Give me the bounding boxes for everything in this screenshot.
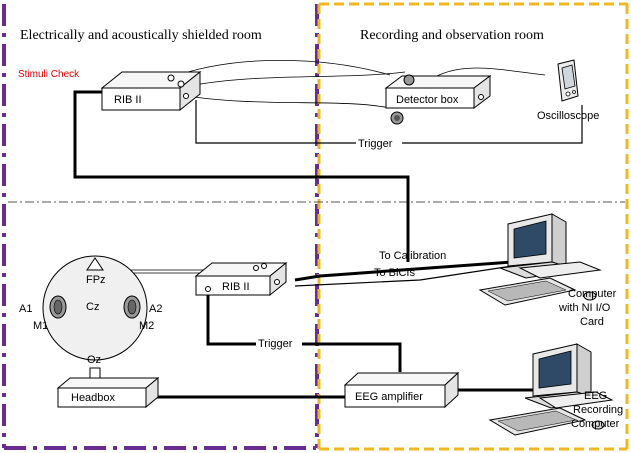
computer-2-icon	[488, 343, 614, 436]
headbox-label: Headbox	[71, 392, 116, 404]
oscilloscope-icon	[557, 59, 579, 102]
rib-top-label: RIB II	[114, 94, 142, 106]
left-ear-electrode	[49, 295, 67, 319]
top-trigger-label: Trigger	[358, 138, 393, 150]
nose-marker	[86, 257, 104, 271]
detector-box: Detector box	[384, 74, 492, 109]
to-bicis-label: To BiCIs	[374, 267, 415, 279]
stimuli-check-label: Stimuli Check	[18, 69, 80, 80]
eeg-amplifier-label: EEG amplifier	[355, 391, 423, 403]
earphone-icon	[390, 111, 404, 125]
computer-2-line-3: Computer	[571, 418, 620, 430]
cz-label: Cz	[86, 301, 99, 313]
computer-1-line-1: Computer	[568, 288, 617, 300]
oscilloscope-label: Oscilloscope	[537, 110, 599, 122]
observation-room-title: Recording and observation room	[360, 28, 544, 43]
rib-top-connector-3	[183, 93, 189, 99]
m1-label: M1	[33, 320, 48, 332]
computer-1-icon	[478, 213, 602, 306]
shielded-room-title: Electrically and acoustically shielded r…	[20, 28, 262, 43]
observation-room-border	[317, 2, 629, 451]
head-diagram: FPz Cz Oz A1 A2 M1 M2	[19, 255, 162, 387]
computer-1-line-3: Card	[580, 316, 604, 328]
a2-label: A2	[149, 303, 162, 315]
right-ear-electrode	[123, 295, 141, 319]
detector-label: Detector box	[396, 94, 459, 106]
shielded-room-border	[2, 4, 316, 450]
computer-1-line-2: with NI I/O	[558, 302, 611, 314]
head-outline	[42, 255, 148, 361]
bottom-trigger-label-bg	[256, 336, 302, 349]
bottom-trigger-label: Trigger	[258, 338, 293, 350]
top-trigger-label-bg	[356, 136, 402, 149]
to-calibration-label: To Calibration	[379, 250, 446, 262]
rib-top-box: RIB II	[100, 70, 202, 112]
eeg-amplifier-box: EEG amplifier	[343, 371, 460, 409]
fpz-label: FPz	[86, 274, 106, 286]
computer-2-line-2: Recording	[573, 404, 623, 416]
rib-top-connector-2	[177, 80, 185, 88]
headbox: Headbox	[56, 376, 160, 409]
m2-label: M2	[139, 320, 154, 332]
detector-connector	[403, 74, 415, 86]
rib-bottom-label: RIB II	[222, 281, 250, 293]
a1-label: A1	[19, 303, 32, 315]
rib-bottom-box: RIB II	[194, 261, 288, 297]
oz-label: Oz	[87, 354, 101, 366]
rib-top-connector-1	[167, 74, 175, 82]
computer-2-line-1: EEG	[584, 390, 607, 402]
